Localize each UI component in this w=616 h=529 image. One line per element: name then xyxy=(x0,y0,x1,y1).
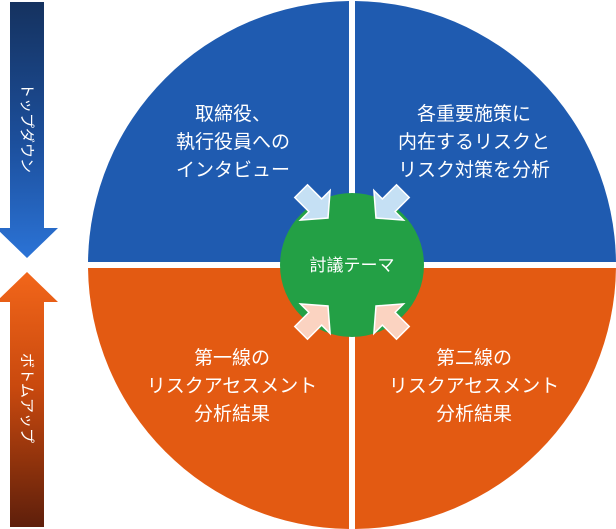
quadrant-text-line: 分析結果 xyxy=(436,403,512,425)
quadrant-top-left-text: 取締役、 執行役員への インタビュー xyxy=(176,103,290,181)
center-circle xyxy=(280,193,424,337)
arrow-from-bottom-right xyxy=(372,302,411,341)
quadrant-text-line: リスク対策を分析 xyxy=(398,159,550,181)
quadrant-top-right xyxy=(355,1,616,263)
quadrant-bottom-right xyxy=(355,268,616,529)
top-down-arrow: トップダウン xyxy=(0,2,58,258)
top-down-label: トップダウン xyxy=(18,83,36,173)
quadrant-text-line: 第二線の xyxy=(436,347,512,369)
quadrant-text-line: 第一線の xyxy=(194,347,270,369)
quadrant-text-line: 内在するリスクと xyxy=(398,131,550,153)
bottom-up-arrow: ボトムアップ xyxy=(0,272,58,527)
quadrant-text-line: 執行役員への xyxy=(176,131,290,153)
quadrant-top-left xyxy=(88,1,350,263)
quadrant-text-line: 各重要施策に xyxy=(417,103,531,125)
quadrant-bottom-right-text: 第二線の リスクアセスメント 分析結果 xyxy=(389,347,560,425)
quadrant-bottom-left-text: 第一線の リスクアセスメント 分析結果 xyxy=(147,347,318,425)
quadrant-text-line: リスクアセスメント xyxy=(147,375,318,397)
arrow-from-top-left xyxy=(293,183,332,222)
quadrant-text-line: 分析結果 xyxy=(194,403,270,425)
arrow-from-bottom-left xyxy=(293,302,332,341)
arrow-from-top-right xyxy=(372,183,411,222)
quadrant-text-line: リスクアセスメント xyxy=(389,375,560,397)
bottom-up-label: ボトムアップ xyxy=(18,353,36,443)
quadrant-bottom-left xyxy=(88,268,350,529)
center-label: 討議テーマ xyxy=(310,256,395,276)
quadrant-top-right-text: 各重要施策に 内在するリスクと リスク対策を分析 xyxy=(398,103,550,181)
quadrant-text-line: インタビュー xyxy=(176,159,290,181)
quadrant-text-line: 取締役、 xyxy=(195,103,271,125)
